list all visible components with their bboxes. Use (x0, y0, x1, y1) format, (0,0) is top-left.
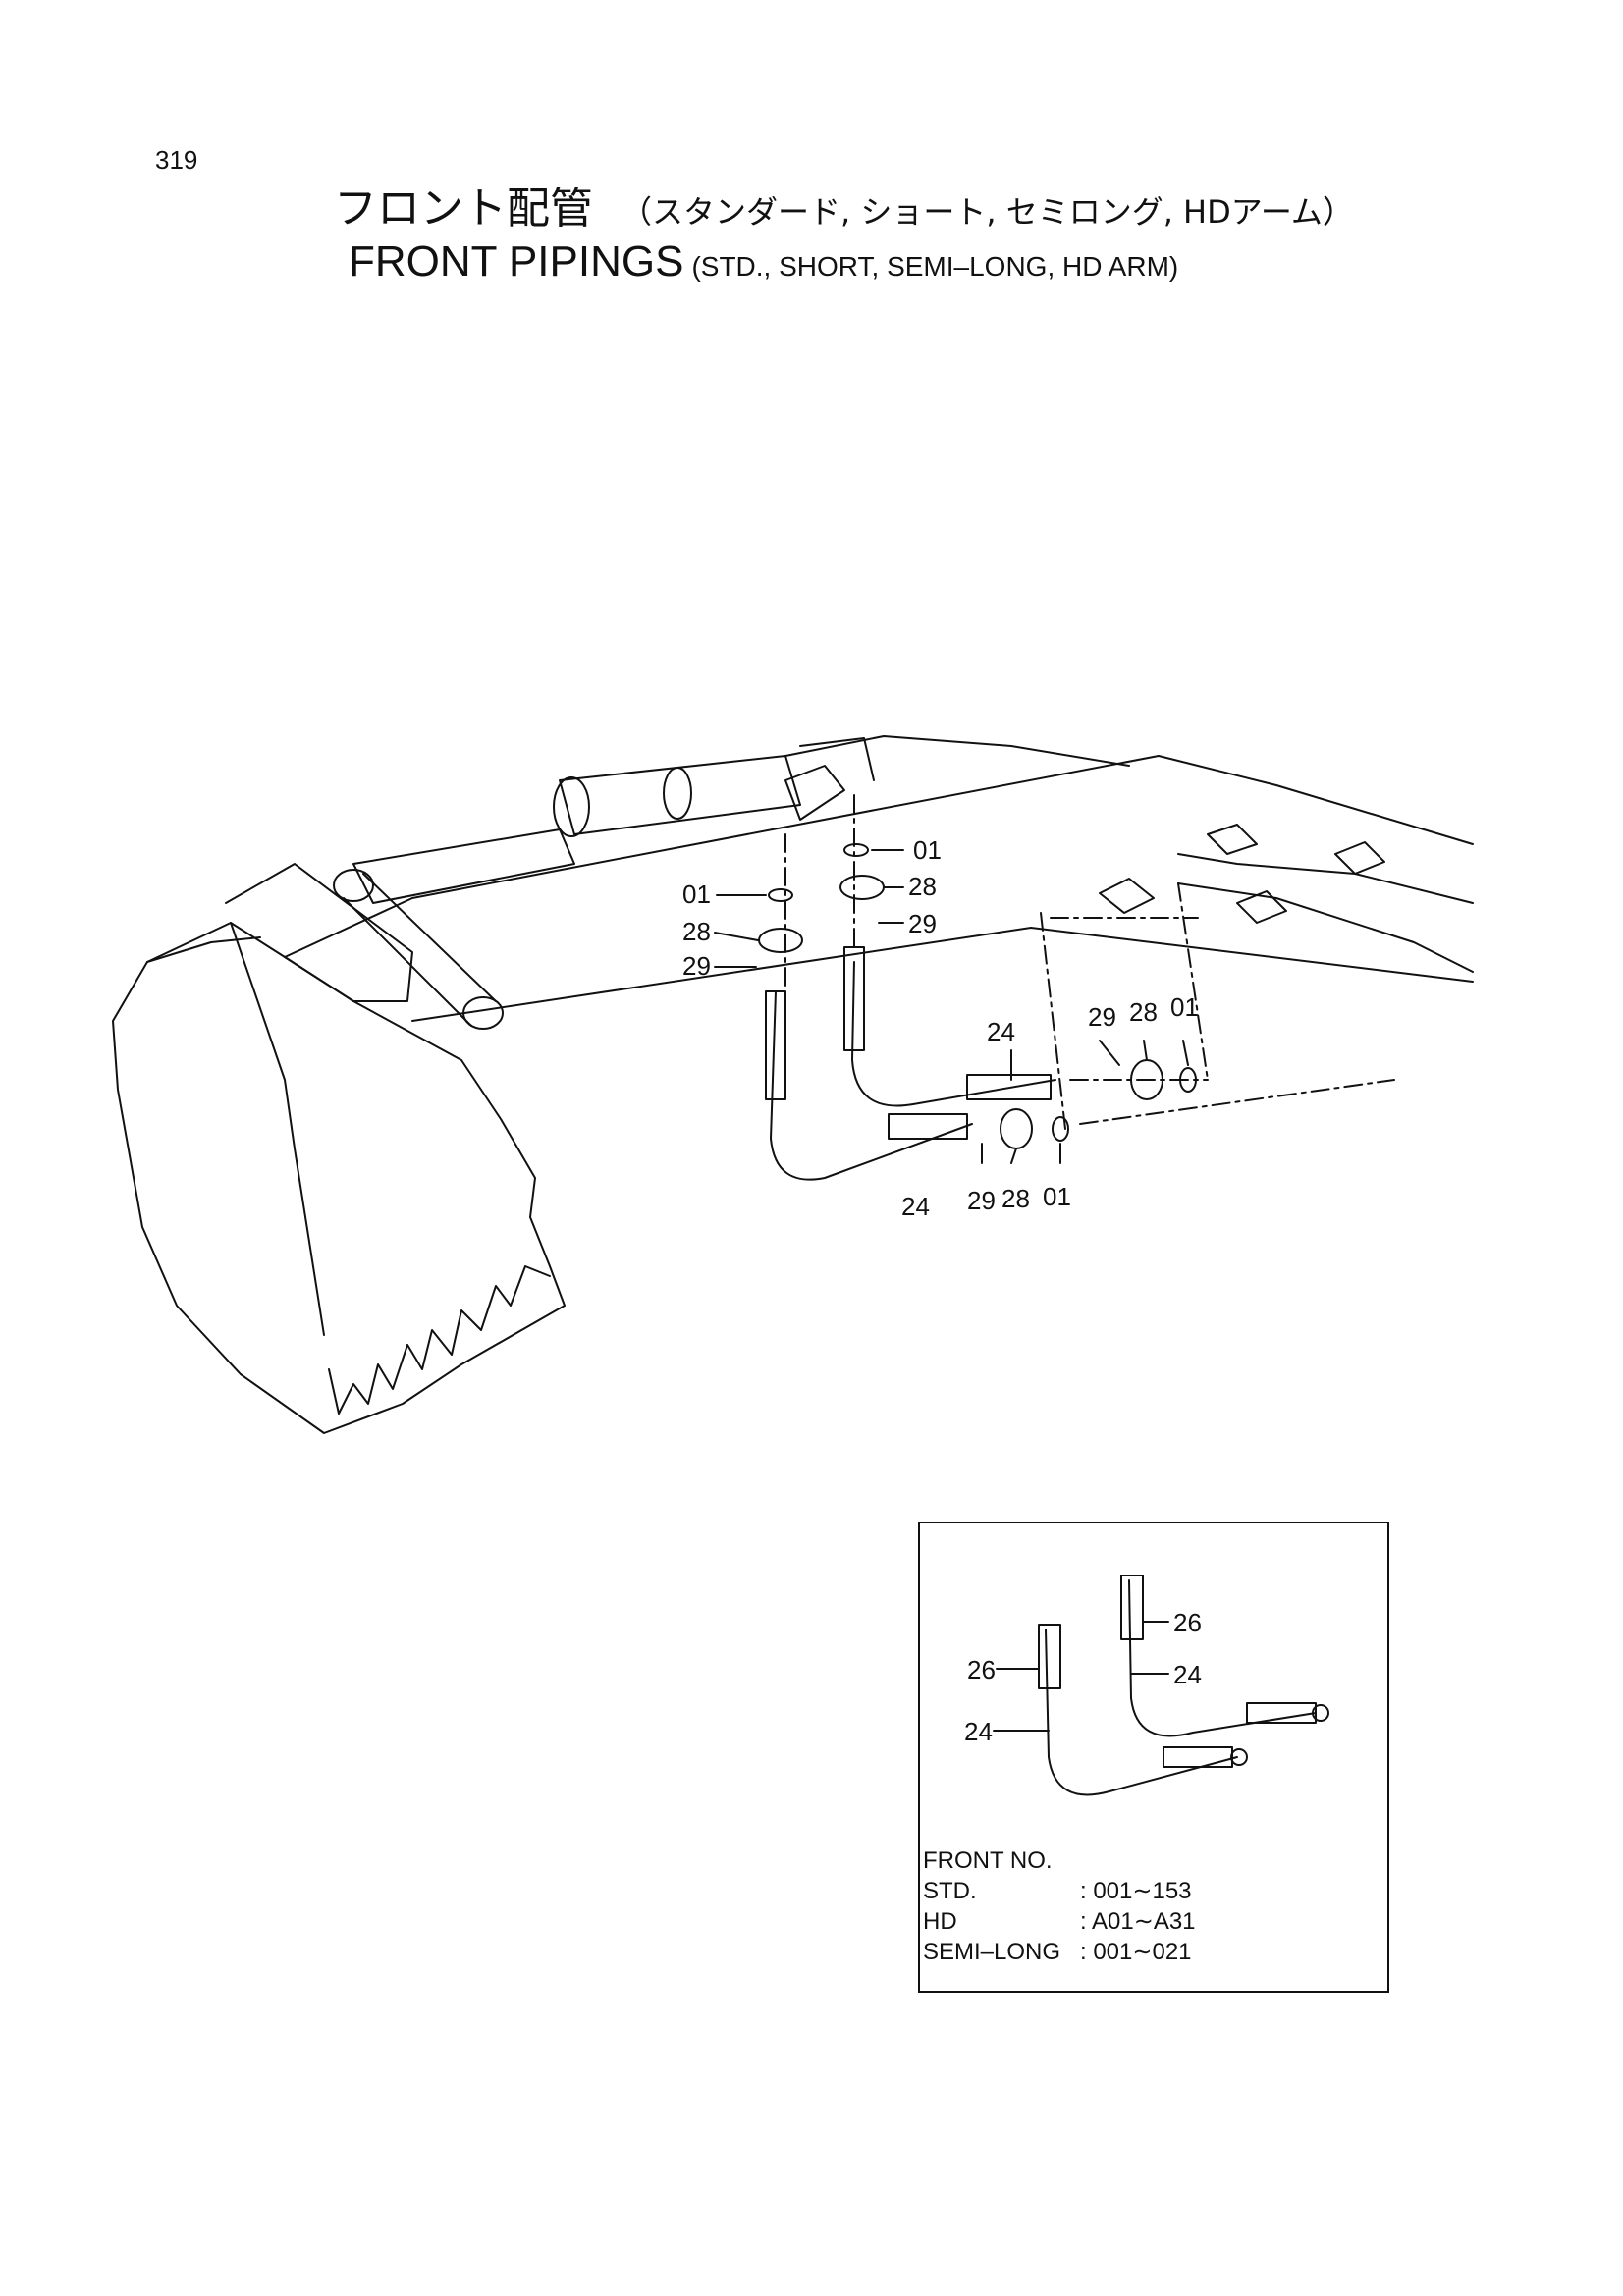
front-no-value: : A01∼A31 (1080, 1908, 1196, 1935)
clamp-b (1207, 824, 1258, 855)
cylinder-head (553, 776, 590, 837)
hose-fitting-left (765, 990, 786, 1100)
inset-hose-right (1128, 1579, 1317, 1737)
inset-leaders (993, 1621, 1169, 1732)
cylinder-port (784, 737, 875, 821)
inset-fitting-right (1120, 1575, 1144, 1640)
cylinder-top (784, 735, 1130, 767)
reference-lines (784, 794, 1395, 1130)
label-28: 28 (1001, 1184, 1030, 1213)
bucket-inner-line (230, 922, 325, 1336)
label-29: 29 (908, 909, 937, 938)
inset-end-right-cap (1312, 1704, 1329, 1722)
title-japanese-main: フロント配管 (334, 184, 593, 234)
inset-fitting-left (1038, 1624, 1061, 1689)
title-english-sub: (STD., SHORT, SEMI–LONG, HD ARM) (691, 251, 1179, 282)
cylinder-body-end (663, 767, 692, 820)
inset-frame (918, 1522, 1389, 1993)
inset-end-right (1246, 1702, 1317, 1724)
front-no-value: : 001∼153 (1080, 1878, 1192, 1904)
label-28: 28 (682, 917, 711, 946)
front-no-row: HD : A01∼A31 (923, 1906, 1196, 1937)
inset-end-left (1163, 1746, 1233, 1768)
label-28: 28 (908, 872, 937, 901)
label-01: 01 (1043, 1182, 1071, 1211)
front-no-row: STD. : 001∼153 (923, 1876, 1196, 1906)
hose-end-a (888, 1113, 968, 1140)
lower-pipe (1177, 882, 1474, 973)
flange-28-top-left (758, 928, 803, 953)
front-no-heading: FRONT NO. (923, 1847, 1053, 1874)
oring-01-top-right (843, 843, 869, 857)
front-no-table: FRONT NO. STD. : 001∼153 HD : A01∼A31 SE… (923, 1845, 1196, 1967)
label-01: 01 (913, 835, 942, 865)
clamp-c (1334, 841, 1385, 875)
hose-24-right (851, 961, 1056, 1107)
bucket-outline (112, 922, 566, 1434)
label-29: 29 (967, 1186, 996, 1215)
upper-pipe (1177, 853, 1474, 904)
inset-hose-left (1045, 1629, 1238, 1796)
label-28: 28 (1129, 997, 1158, 1027)
label-29: 29 (1088, 1002, 1116, 1032)
page-number: 319 (155, 145, 198, 175)
label-01: 01 (682, 880, 711, 909)
label-01: 01 (1170, 992, 1199, 1022)
oring-01-top-left (768, 888, 793, 902)
inset-label-26: 26 (967, 1655, 996, 1684)
title-japanese-sub: （スタンダード, ショート, セミロング, HDアーム） (621, 193, 1354, 231)
inset-label-26: 26 (1173, 1608, 1202, 1637)
hose-24-left (770, 990, 973, 1181)
front-no-value: : 001∼021 (1080, 1939, 1192, 1965)
label-24: 24 (987, 1017, 1015, 1046)
link-pin-a (333, 869, 374, 902)
inset-label-24: 24 (1173, 1660, 1202, 1689)
front-no-row: SEMI–LONG : 001∼021 (923, 1937, 1196, 1967)
inset-label-24: 24 (964, 1717, 993, 1746)
clamp-d (1236, 890, 1287, 924)
arm-bottom-edge (411, 927, 1474, 1022)
clamp-a (1099, 878, 1155, 914)
leaders (714, 849, 1189, 1164)
oring-01-bottom (1052, 1116, 1069, 1142)
title-japanese: フロント配管 （スタンダード, ショート, セミロング, HDアーム） (334, 173, 1354, 236)
arm-side-edge (1158, 755, 1474, 845)
label-29: 29 (682, 951, 711, 981)
front-no-key: STD. (923, 1878, 977, 1904)
hose-end-b (966, 1074, 1052, 1100)
title-english-main: FRONT PIPINGS (349, 238, 684, 286)
inset-end-left-cap (1230, 1748, 1248, 1766)
arm-top-edge (284, 755, 1160, 958)
cylinder-rod (559, 755, 801, 835)
bucket-teeth (328, 1265, 551, 1415)
flange-28-top-right (839, 875, 885, 900)
bucket-cylinder (352, 828, 575, 904)
label-24: 24 (901, 1192, 930, 1221)
bucket-link (225, 863, 413, 1002)
flange-28-bottom (1000, 1108, 1033, 1149)
bucket-rim (146, 936, 261, 963)
front-no-key: HD (923, 1908, 957, 1935)
title-english: FRONT PIPINGS(STD., SHORT, SEMI–LONG, HD… (349, 238, 1178, 287)
front-no-key: SEMI–LONG (923, 1939, 1061, 1965)
hose-fitting-right (843, 946, 865, 1051)
